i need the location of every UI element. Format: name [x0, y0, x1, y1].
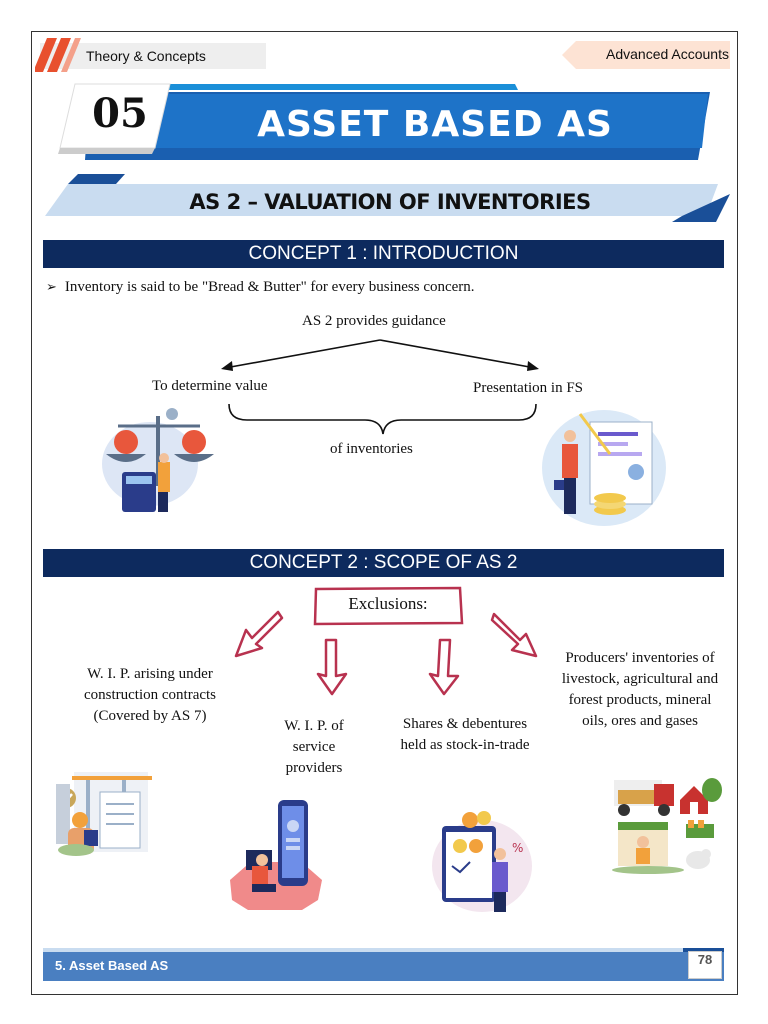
bullet-text: Inventory is said to be "Bread & Butter"… [64, 279, 475, 295]
arrow-down-icon [316, 638, 348, 696]
exclusions-box [313, 586, 464, 626]
diagram-left-text: To determine value [152, 378, 268, 394]
diagram-arrows [221, 339, 539, 371]
section-banner [45, 174, 730, 222]
chapter-number: 05 [92, 90, 148, 137]
header-right-tab [562, 41, 730, 69]
shares-debentures-illustration: % [432, 811, 532, 912]
section-title: AS 2 – VALUATION OF INVENTORIES [189, 190, 591, 214]
exclusion-item-2: W. I. P. of service providers [284, 718, 344, 776]
chapter-title: ASSET BASED AS [257, 104, 613, 145]
header-left-tab [40, 43, 266, 69]
footer-chapter-label: 5. Asset Based AS [55, 958, 169, 973]
header-stripes-icon [35, 38, 81, 72]
exclusion-item-1: W. I. P. arising under construction cont… [83, 666, 217, 724]
header-section-label: Theory & Concepts [86, 48, 206, 64]
diagram-top-text: AS 2 provides guidance [302, 313, 446, 329]
footer-bar [43, 948, 724, 981]
farm-produce-illustration [612, 778, 722, 874]
concept1-bullet: ➢ Inventory is said to be "Bread & Butter… [46, 279, 475, 296]
construction-illustration [56, 772, 152, 856]
page-frame [31, 31, 738, 995]
diagram-brace [228, 403, 537, 435]
arrow-down-right-icon [490, 612, 538, 658]
arrow-down-left-icon [234, 610, 284, 658]
scale-balance-illustration [102, 408, 214, 512]
exclusion-item-4: Producers' inventories of livestock, agr… [561, 650, 719, 729]
bullet-arrow-icon: ➢ [46, 279, 57, 294]
presentation-illustration [542, 410, 666, 526]
exclusions-label: Exclusions: [348, 594, 428, 613]
concept1-heading: CONCEPT 1 : INTRODUCTION [43, 240, 724, 268]
diagram-right-text: Presentation in FS [473, 380, 584, 396]
diagram-bottom-text: of inventories [330, 441, 413, 457]
arrow-down-icon [428, 638, 460, 696]
service-provider-illustration [230, 800, 322, 910]
concept2-heading: CONCEPT 2 : SCOPE OF AS 2 [43, 549, 724, 577]
chapter-banner [58, 83, 710, 160]
page-number: 78 [688, 951, 722, 979]
exclusion-item-3: Shares & debentures held as stock-in-tra… [400, 716, 530, 753]
header-book-label: Advanced Accounts [606, 46, 729, 62]
svg-text:%: % [512, 841, 523, 855]
